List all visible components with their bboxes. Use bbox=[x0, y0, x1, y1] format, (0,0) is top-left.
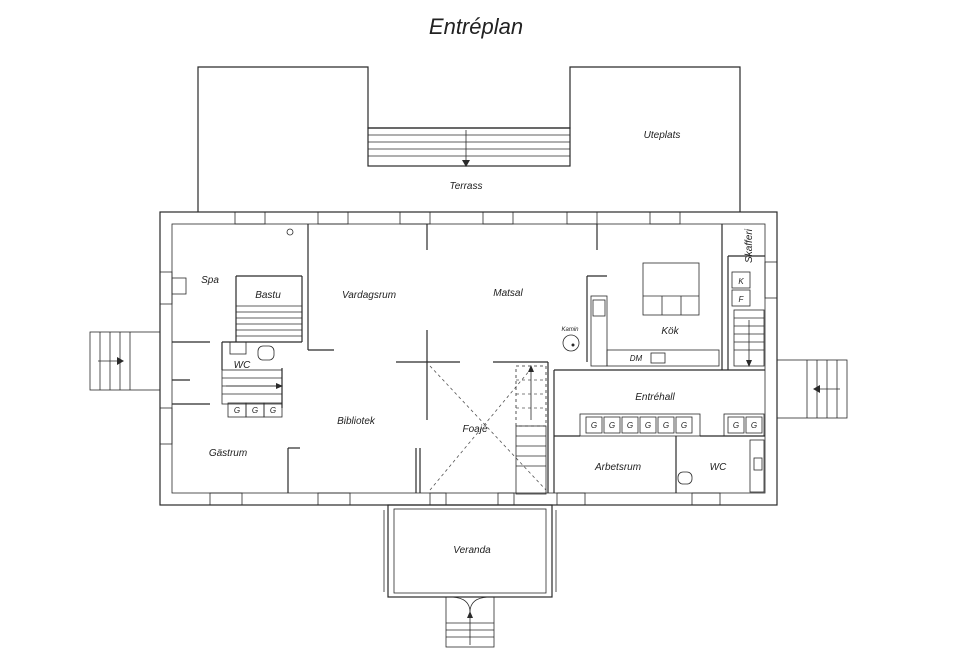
house-outer-wall bbox=[159, 211, 778, 506]
terrace-stair-arrow-icon bbox=[462, 160, 470, 167]
veranda-stairs bbox=[445, 596, 495, 648]
room-label-terrass: Terrass bbox=[450, 181, 483, 192]
room-label-vardagsrum: Vardagsrum bbox=[342, 290, 396, 301]
room-label-skafferi: Skafferi bbox=[744, 228, 755, 263]
kitchen-stair-arrow-icon bbox=[746, 360, 752, 367]
kitchen-counter bbox=[590, 295, 720, 367]
fridge-freezer bbox=[731, 271, 751, 307]
room-label-gastrum: Gästrum bbox=[209, 448, 247, 459]
room-label-foaje: Foajé bbox=[462, 424, 487, 435]
wardrobes-right bbox=[723, 413, 765, 437]
wardrobe-label: G bbox=[609, 421, 615, 430]
fridge-label: K bbox=[738, 277, 744, 286]
bastu-benches bbox=[236, 305, 302, 337]
terrace-stairs bbox=[367, 127, 571, 167]
room-label-arbetsrum: Arbetsrum bbox=[594, 462, 641, 473]
plan-title: Entréplan bbox=[429, 14, 523, 39]
left-entry-arrow-icon bbox=[117, 357, 124, 365]
interior-walls bbox=[172, 224, 765, 493]
freezer-label: F bbox=[739, 295, 745, 304]
kitchen-island bbox=[642, 262, 700, 316]
left-entry-stairs bbox=[89, 331, 161, 391]
left-windows bbox=[159, 271, 173, 445]
room-label-wc-left: WC bbox=[234, 360, 251, 371]
wardrobe-label: G bbox=[627, 421, 633, 430]
wardrobe-label: G bbox=[252, 406, 258, 415]
left-hall-staircase bbox=[221, 369, 283, 405]
top-windows bbox=[234, 211, 681, 225]
dishwasher-label: DM bbox=[630, 354, 643, 363]
room-label-veranda: Veranda bbox=[453, 545, 491, 556]
fireplace-icon bbox=[562, 334, 580, 352]
room-label-wc-right: WC bbox=[710, 462, 727, 473]
central-stair-arrow-icon bbox=[528, 365, 534, 372]
bottom-windows bbox=[209, 492, 721, 506]
room-label-matsal: Matsal bbox=[493, 288, 523, 299]
kitchen-staircase bbox=[733, 309, 765, 367]
central-staircase bbox=[515, 365, 547, 495]
wardrobes-left bbox=[227, 402, 283, 418]
wardrobe-label: G bbox=[733, 421, 739, 430]
room-label-kok: Kök bbox=[661, 326, 679, 337]
room-label-bibliotek: Bibliotek bbox=[337, 416, 376, 427]
wardrobe-label: G bbox=[234, 406, 240, 415]
foyer-open-area bbox=[429, 365, 547, 491]
room-label-bastu: Bastu bbox=[255, 290, 281, 301]
bathroom-fixtures bbox=[171, 228, 765, 493]
left-stair-arrow-icon bbox=[276, 383, 283, 389]
right-entry-stairs bbox=[776, 359, 848, 419]
wardrobe-label: G bbox=[681, 421, 687, 430]
right-entry-arrow-icon bbox=[813, 385, 820, 393]
fireplace-label: Kamin bbox=[561, 327, 579, 333]
veranda-stair-arrow-icon bbox=[467, 611, 473, 618]
wardrobe-label: G bbox=[645, 421, 651, 430]
room-label-spa: Spa bbox=[201, 275, 219, 286]
wardrobe-label: G bbox=[270, 406, 276, 415]
room-label-uteplats: Uteplats bbox=[644, 130, 681, 141]
room-label-entrehall: Entréhall bbox=[635, 392, 675, 403]
wardrobes-entrehall bbox=[579, 413, 701, 437]
house-inner-wall bbox=[171, 223, 766, 494]
right-window bbox=[764, 261, 778, 299]
wardrobe-label: G bbox=[591, 421, 597, 430]
wardrobe-label: G bbox=[751, 421, 757, 430]
wardrobe-label: G bbox=[663, 421, 669, 430]
